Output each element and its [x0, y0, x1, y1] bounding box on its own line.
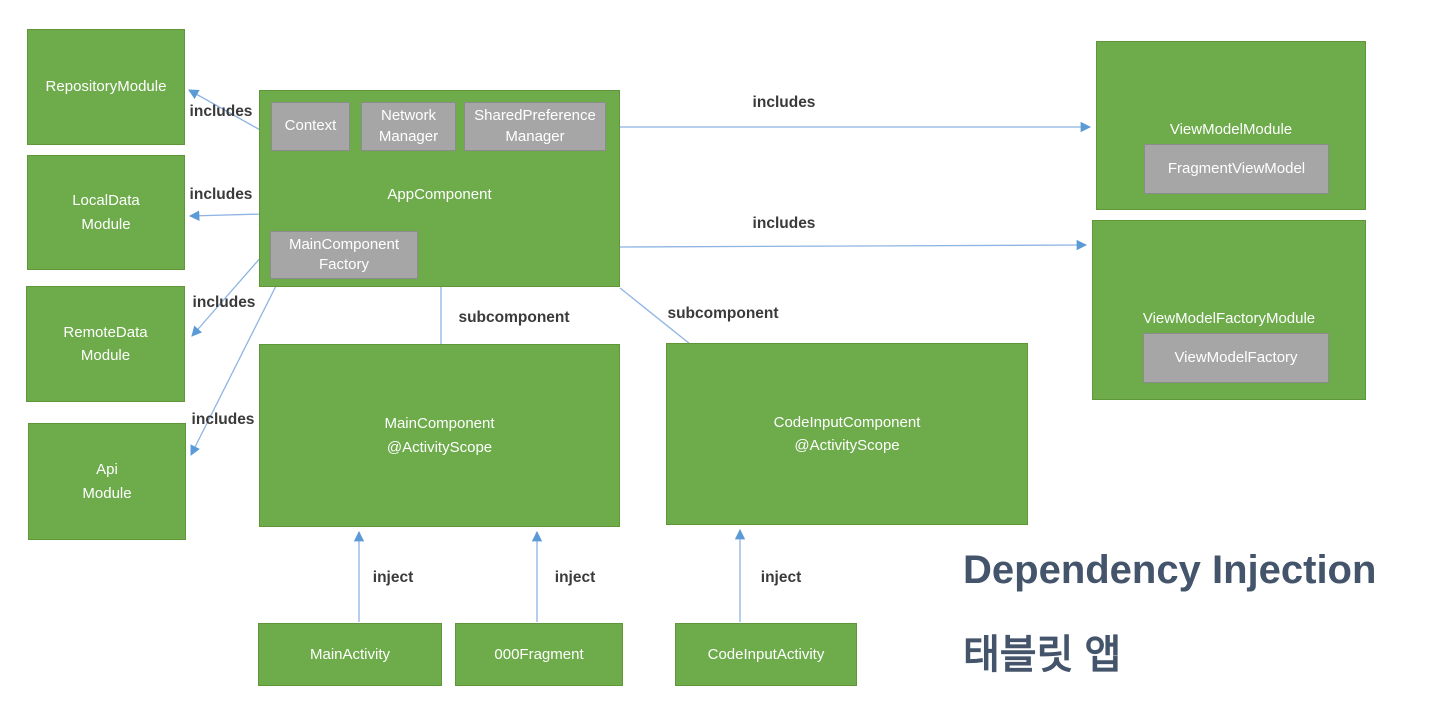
edge-subcomponent-codeinput-line: [619, 287, 691, 345]
node-label: CodeInputActivity: [707, 645, 825, 663]
node-label: AppComponent: [387, 186, 492, 203]
node-app-component: Context Network Manager SharedPreference…: [259, 90, 620, 287]
edge-label-inject-codeinputactivity: inject: [760, 569, 802, 586]
node-network-manager: Network Manager: [361, 102, 456, 151]
node-label: FragmentViewModel: [1167, 159, 1306, 177]
node-label: ViewModelFactory: [1174, 348, 1298, 366]
node-repository-module: RepositoryModule: [27, 29, 185, 145]
node-label: RepositoryModule: [45, 78, 167, 96]
node-context: Context: [271, 102, 350, 151]
node-label: Context: [284, 117, 337, 135]
node-label: MainActivity: [309, 645, 391, 663]
node-label: Network Manager: [378, 107, 439, 145]
edge-includes-localdata-line: [188, 210, 263, 221]
node-view-model-factory-module: ViewModelFactoryModule ViewModelFactory: [1092, 220, 1366, 400]
caption-title: Dependency Injection: [963, 548, 1377, 592]
node-label: ViewModelFactoryModule: [1142, 310, 1316, 327]
edge-label-includes-remotedata: includes: [192, 294, 256, 311]
node-code-input-component: CodeInputComponent @ActivityScope: [666, 343, 1028, 525]
node-label: CodeInputComponent @ActivityScope: [773, 413, 921, 454]
edge-label-subcomponent-codeinput: subcomponent: [667, 305, 779, 322]
node-fragment-view-model: FragmentViewModel: [1144, 144, 1329, 194]
edge-includes-api-line: [190, 277, 281, 456]
node-shared-preference-manager: SharedPreference Manager: [464, 102, 606, 151]
edge-label-inject-mainactivity: inject: [372, 569, 414, 586]
edge-label-subcomponent-main: subcomponent: [458, 309, 570, 326]
edge-label-includes-repository: includes: [189, 103, 253, 120]
node-label: SharedPreference Manager: [474, 107, 596, 145]
node-label: 000Fragment: [494, 645, 584, 663]
node-000-fragment: 000Fragment: [455, 623, 623, 686]
caption-block: Dependency Injection 태블릿 앱: [963, 548, 1443, 688]
node-view-model-factory: ViewModelFactory: [1143, 333, 1329, 383]
node-main-component: MainComponent @ActivityScope: [259, 344, 620, 527]
edge-label-includes-api: includes: [191, 411, 255, 428]
node-remotedata-module: RemoteData Module: [26, 286, 185, 402]
node-code-input-activity: CodeInputActivity: [675, 623, 857, 686]
node-label: RemoteData Module: [63, 323, 148, 364]
edge-includes-viewmodelfactory-line: [619, 239, 1088, 251]
node-label: ViewModelModule: [1169, 121, 1293, 138]
caption-subtitle: 태블릿 앱: [963, 633, 1122, 677]
node-main-component-factory: MainComponent Factory: [270, 231, 418, 279]
node-label: LocalData Module: [72, 192, 140, 233]
edge-label-inject-fragment: inject: [554, 569, 596, 586]
node-label: MainComponent Factory: [288, 235, 400, 273]
edge-includes-repository-line: [188, 89, 263, 132]
node-view-model-module: ViewModelModule FragmentViewModel: [1096, 41, 1366, 210]
edge-label-includes-viewmodelmodule: includes: [752, 94, 816, 111]
edge-label-includes-viewmodelfactory: includes: [752, 215, 816, 232]
node-main-activity: MainActivity: [258, 623, 442, 686]
node-api-module: Api Module: [28, 423, 186, 540]
node-label: MainComponent @ActivityScope: [384, 415, 495, 456]
node-label: Api Module: [82, 461, 132, 502]
edge-includes-remotedata-line: [191, 255, 263, 337]
edge-label-includes-localdata: includes: [189, 186, 253, 203]
node-localdata-module: LocalData Module: [27, 155, 185, 270]
